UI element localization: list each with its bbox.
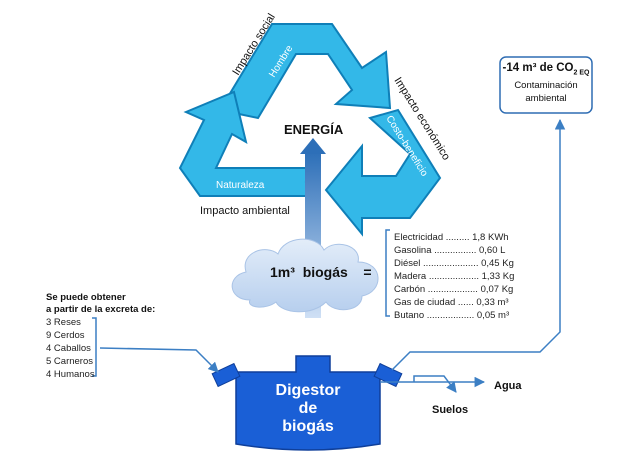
co2-box-frame [499,56,593,114]
cloud-biogas-word: biogás [302,264,348,280]
equivalent-row: Diésel ..................... 0,45 Kg [394,258,514,269]
excreta-title-line1: Se puede obtener [46,292,126,303]
equivalent-row: Electricidad ......... 1,8 KWh [394,232,509,243]
cycle-arrow-economic [324,108,442,237]
co2-box: -14 m³ de CO2 EQ Contaminación ambiental [500,62,592,104]
label-energia: ENERGÍA [284,122,344,137]
equivalents-bracket [385,229,390,317]
digestor-line2: de [298,400,318,417]
excreta-item: 3 Reses [46,317,81,328]
excreta-title-line2: a partir de la excreta de: [46,304,156,315]
digestor-line3: biogás [282,418,334,435]
cloud-equals: = [363,264,372,280]
digestor-line1: Digestor [275,382,341,399]
digestor-to-co2-arrow [391,118,566,371]
excreta-title: Se puede obtener a partir de la excreta … [46,292,155,316]
excreta-item: 5 Carneros [46,356,93,367]
digestor-label: Digestor de biogás [248,382,368,436]
equivalent-row: Butano .................. 0,05 m³ [394,310,510,321]
water-label: Agua [494,380,522,392]
excreta-to-digestor-arrow [99,347,219,373]
excreta-bracket [92,317,97,377]
co2-subscript: 2 EQ [573,69,590,77]
co2-line1: Contaminación [514,80,578,92]
label-impacto-ambiental: Impacto ambiental [200,205,290,217]
biogas-cloud [231,238,379,313]
equivalent-row: Madera ................... 1,33 Kg [394,271,515,282]
cycle-arrow-social [218,23,392,120]
excreta-item: 9 Cerdos [46,330,85,341]
equivalent-row: Carbón ................... 0,07 Kg [394,284,514,295]
excreta-item: 4 Caballos [46,343,91,354]
equivalent-row: Gasolina ................ 0,60 L [394,245,506,256]
digestor-tank [211,355,403,451]
cloud-label: 1m³ biogás = [270,264,372,280]
co2-value: -14 m³ de CO [502,62,574,74]
label-naturaleza: Naturaleza [216,180,265,191]
digestor-to-soil-arrow [413,375,457,393]
co2-line2: ambiental [525,93,567,105]
cloud-amount: 1m³ [270,264,295,280]
equivalent-row: Gas de ciudad ...... 0,33 m³ [394,297,509,308]
excreta-item: 4 Humanos [46,369,95,380]
soil-label: Suelos [432,404,469,416]
